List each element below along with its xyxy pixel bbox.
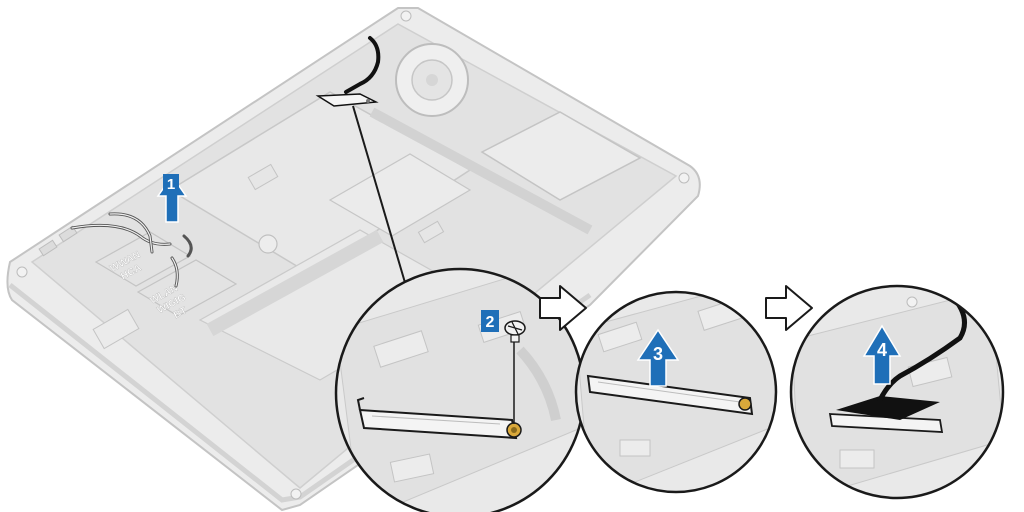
- detail-view-disconnect-cable: 4: [789, 284, 1005, 500]
- cable-bracket: [586, 374, 754, 416]
- bracket-screw-hole: [738, 397, 752, 411]
- detail-view-lift-bracket: 3: [574, 290, 778, 494]
- port: [58, 225, 78, 243]
- callout-line: [352, 105, 407, 287]
- display-cable: [877, 293, 967, 403]
- memory-module: [328, 153, 472, 237]
- step-2-number: 2: [486, 314, 495, 331]
- chip: [417, 220, 445, 244]
- heat-pipe: [369, 107, 593, 235]
- ssd-shield: [480, 111, 642, 201]
- display-cable-bracket: [315, 93, 379, 107]
- display-cable-overview: [315, 36, 381, 107]
- chip: [247, 163, 279, 191]
- dell-logo: [258, 234, 278, 254]
- right-outline-arrow-icon: [765, 285, 813, 331]
- antenna-cables: [70, 212, 193, 288]
- component: [839, 449, 875, 469]
- screw-hole: [16, 266, 28, 278]
- laptop-base-chassis: WWAN HCA WLAN WIGIG BT: [6, 7, 701, 512]
- display-cable-connector: [836, 396, 940, 420]
- ribbon-cable: [206, 229, 384, 337]
- screw-hole: [400, 10, 412, 22]
- step-1-number: 1: [167, 176, 175, 193]
- step-4-number: 4: [877, 340, 887, 360]
- step-1-lift-arrow: 1: [156, 174, 188, 223]
- step-1-badge: [163, 174, 179, 194]
- component: [477, 311, 527, 343]
- display-cable: [344, 36, 381, 94]
- chip: [92, 308, 140, 350]
- up-arrow-icon: [636, 328, 680, 387]
- screw-hole: [290, 488, 302, 500]
- bracket-screw-small: [366, 99, 370, 103]
- screw-hole: [906, 296, 918, 308]
- up-arrow-icon: [862, 324, 902, 385]
- detail-view-remove-screw: 2: [334, 267, 586, 512]
- cable-bracket: [358, 408, 518, 440]
- port: [38, 239, 58, 257]
- component: [619, 439, 651, 457]
- cable-hint: [516, 346, 561, 422]
- component: [389, 453, 435, 483]
- screw-icon: [504, 320, 526, 343]
- step-3-number: 3: [653, 344, 663, 364]
- cooling-fan: [395, 43, 469, 117]
- right-outline-arrow-icon: [539, 285, 587, 331]
- step-2-badge: [481, 310, 499, 332]
- component: [597, 321, 643, 353]
- screw-hole: [678, 172, 690, 184]
- component: [373, 330, 429, 368]
